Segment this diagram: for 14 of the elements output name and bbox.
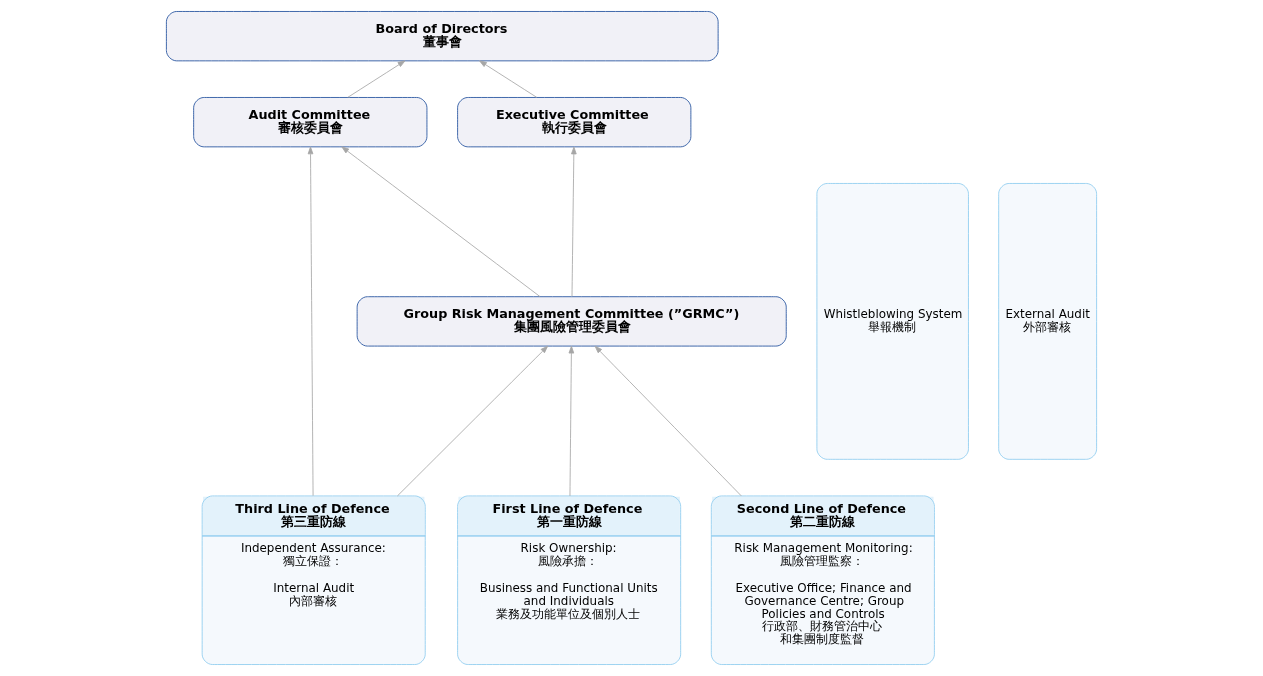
arrow: [397, 345, 549, 497]
node-box: Executive Committee 執行委員會: [457, 97, 692, 148]
arrow: [571, 146, 577, 297]
node-box: Board of Directors 董事會: [166, 11, 719, 62]
arrow: [568, 345, 575, 497]
node-box: Group Risk Management Committee (”GRMC”) 集團風險管理委員會: [356, 296, 787, 347]
arrow: [594, 345, 742, 497]
node-box: Whistleblowing System 舉報機制: [816, 183, 969, 460]
node-box: External Audit 外部審核: [998, 183, 1097, 460]
arrow: [307, 146, 314, 497]
node-box: Audit Committee 審核委員會: [193, 97, 428, 148]
arrow: [341, 146, 541, 297]
arrow: [479, 60, 538, 98]
arrow: [347, 60, 406, 98]
